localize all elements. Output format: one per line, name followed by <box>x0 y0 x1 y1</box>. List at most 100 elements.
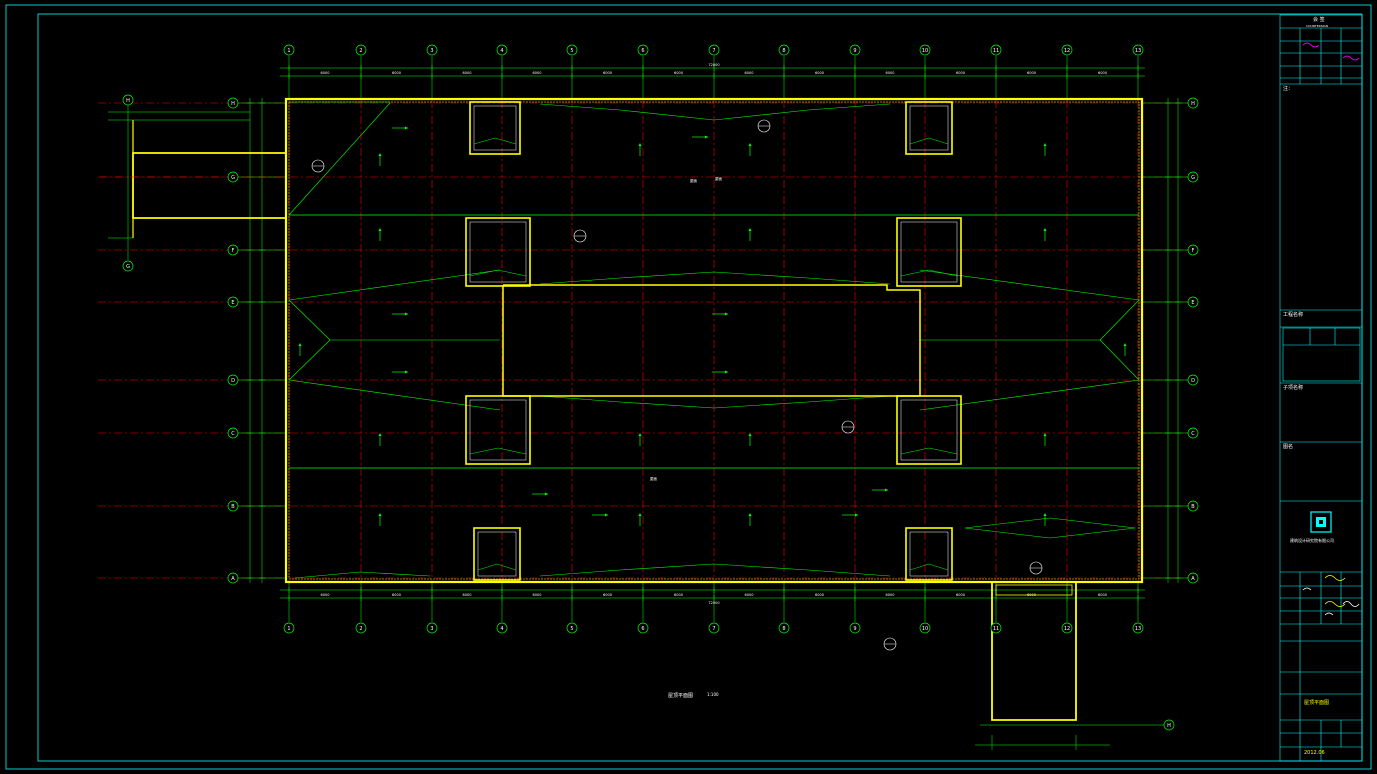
axis-label: 9 <box>853 626 856 632</box>
gutter-slope <box>539 103 891 121</box>
line <box>469 269 499 277</box>
axis-label: 13 <box>1135 48 1141 54</box>
stair-shaft-wall <box>465 395 531 465</box>
axis-label: 5 <box>570 626 573 632</box>
dimension-text: 6000 <box>1098 71 1107 75</box>
dimension-text: 6000 <box>815 593 824 597</box>
annex-wall <box>991 582 1077 721</box>
axis-bubble <box>283 622 295 634</box>
title-block <box>1279 14 1363 762</box>
line <box>497 269 527 277</box>
axis-bubble <box>227 572 239 584</box>
drain-arrow-head <box>1043 228 1047 231</box>
axis-label: 2 <box>359 48 362 54</box>
outer-frame <box>5 4 1372 770</box>
stair-shaft-inner <box>477 531 517 577</box>
dimension-text: 6000 <box>745 71 754 75</box>
gutter-slope <box>539 563 891 577</box>
title-block-subitem: 子项名称 <box>1283 385 1304 391</box>
line <box>928 269 958 277</box>
line <box>900 269 930 277</box>
line <box>494 137 517 145</box>
roof-slope-line <box>288 379 501 411</box>
dimension-text: 6000 <box>674 71 683 75</box>
dimension-text: 6000 <box>392 71 401 75</box>
overall-dimension-text: 72000 <box>708 601 719 605</box>
axis-bubble <box>919 44 931 56</box>
axis-label: 12 <box>1064 48 1070 54</box>
axis-bubble <box>1187 171 1199 183</box>
axis-label: H <box>231 101 235 107</box>
drawing-scale: 1:100 <box>707 692 719 697</box>
axis-label: 11 <box>993 626 999 632</box>
axis-bubble <box>496 622 508 634</box>
dimension-text: 6000 <box>886 593 895 597</box>
roof-slope-line <box>288 339 331 381</box>
axis-bubble <box>283 44 295 56</box>
drain-arrow-head <box>748 433 752 436</box>
line <box>469 447 499 455</box>
axis-label: 10 <box>922 626 928 632</box>
drain-arrow-head <box>298 343 302 346</box>
stair-shaft-inner <box>469 221 527 283</box>
line <box>473 137 496 145</box>
title-block-drawing-label: 图名 <box>1283 444 1294 450</box>
axis-label: 4 <box>500 626 503 632</box>
gutter-slope <box>539 395 891 409</box>
axis-label: H <box>126 98 130 104</box>
drawing-caption: 屋顶平面图 <box>668 693 694 699</box>
title-block-header: 会 签 <box>1313 17 1325 23</box>
drain-arrow-head <box>748 513 752 516</box>
axis-bubble <box>708 44 720 56</box>
axis-bubble <box>227 171 239 183</box>
roof-slope-line <box>919 379 1140 411</box>
roof-slope-line <box>288 299 331 341</box>
axis-bubble <box>778 44 790 56</box>
drain-arrow-head <box>405 126 408 130</box>
region-label: 屋面 <box>715 176 723 181</box>
line <box>928 563 949 571</box>
axis-bubble <box>227 374 239 386</box>
drain-arrow-head <box>638 143 642 146</box>
axis-label: 1 <box>287 626 290 632</box>
axis-bubble <box>1187 572 1199 584</box>
region-label: 屋面 <box>650 476 658 481</box>
axis-bubble <box>566 44 578 56</box>
axis-label: 12 <box>1064 626 1070 632</box>
dimension-text: 6000 <box>956 593 965 597</box>
dimension-text: 6000 <box>321 71 330 75</box>
axis-bubble <box>566 622 578 634</box>
drain-arrow-head <box>378 153 382 156</box>
roof-slope-line <box>919 269 1140 301</box>
title-block-project: 工程名称 <box>1283 312 1304 318</box>
stair-shaft-wall <box>896 217 962 287</box>
drain-arrow-head <box>638 513 642 516</box>
axis-label: F <box>232 248 235 254</box>
drain-arrow-head <box>855 513 858 517</box>
drain-arrow-head <box>1043 513 1047 516</box>
axis-label: D <box>231 378 235 384</box>
stair-shaft-inner <box>909 531 949 577</box>
axis-bubble <box>919 622 931 634</box>
dimension-text: 6000 <box>886 71 895 75</box>
axis-label: E <box>231 300 234 306</box>
axis-label: 8 <box>782 48 785 54</box>
axis-label: 2 <box>359 626 362 632</box>
dimension-text: 6000 <box>463 71 472 75</box>
gutter-slope <box>294 571 431 579</box>
axis-bubble <box>778 622 790 634</box>
stair-shaft-wall <box>469 101 521 155</box>
axis-bubble <box>122 94 134 106</box>
axis-label: D <box>1191 378 1195 384</box>
drain-arrow-head <box>725 370 728 374</box>
axis-bubble <box>227 244 239 256</box>
line <box>496 563 517 571</box>
axis-label: E <box>1191 300 1194 306</box>
axis-bubble <box>227 427 239 439</box>
axis-label: G <box>231 175 235 181</box>
axis-bubble <box>1187 500 1199 512</box>
roof-slope-line <box>1099 299 1140 341</box>
drain-arrow-head <box>885 488 888 492</box>
axis-label: 6 <box>641 626 644 632</box>
